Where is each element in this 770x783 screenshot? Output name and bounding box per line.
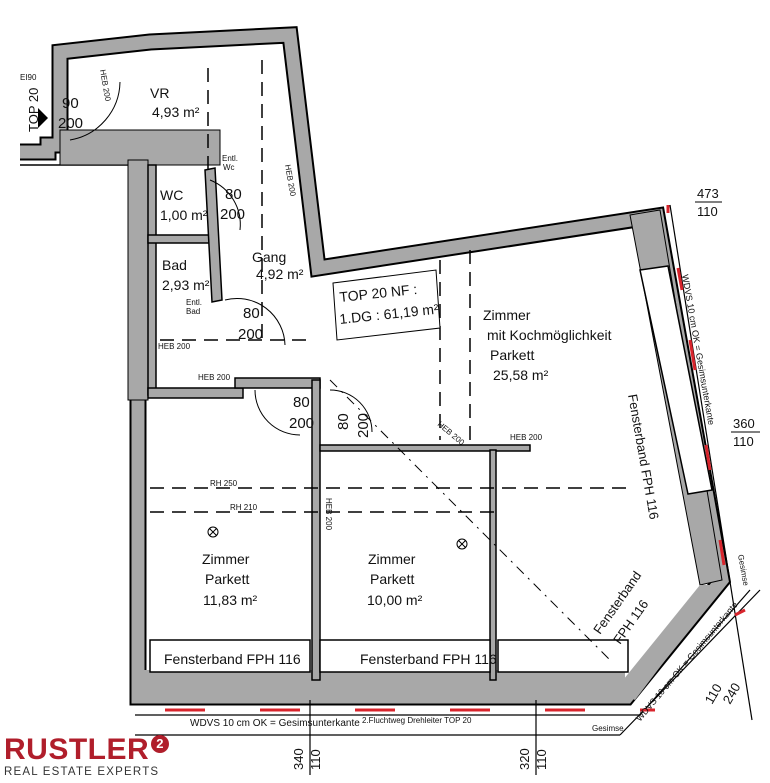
label-heb200-entry: HEB 200 bbox=[98, 69, 113, 103]
label-top20: TOP 20 bbox=[26, 88, 41, 132]
label-heb200-diag: HEB 200 bbox=[436, 420, 467, 448]
room-bad-name: Bad bbox=[162, 257, 187, 273]
dim-240-bottom: 110 bbox=[702, 681, 725, 706]
room-zimmer-koch-line1: Zimmer bbox=[483, 307, 531, 323]
label-ei90: EI90 bbox=[20, 73, 37, 82]
room-zimmer1-line2: Parkett bbox=[205, 571, 249, 587]
door-wc-height: 200 bbox=[220, 206, 245, 223]
dim-320-bottom: 110 bbox=[534, 749, 549, 770]
label-entl-wc-2: Wc bbox=[223, 163, 235, 172]
room-zimmer1-line1: Zimmer bbox=[202, 551, 250, 567]
label-heb200-gang: HEB 200 bbox=[283, 164, 298, 198]
dim-340-top: 340 bbox=[291, 748, 306, 770]
zimmer1-door-swing bbox=[254, 389, 301, 436]
door-zimmer1-height: 200 bbox=[289, 415, 314, 432]
room-bad-area: 2,93 m² bbox=[162, 277, 210, 293]
fensterband-2: Fensterband FPH 116 bbox=[360, 651, 497, 667]
label-entl-bad-1: Entl. bbox=[186, 298, 202, 307]
door-entry-width: 90 bbox=[62, 95, 79, 112]
room-zimmer2-area: 10,00 m² bbox=[367, 592, 423, 608]
beam-lines bbox=[150, 60, 630, 661]
door-bad-height: 200 bbox=[238, 326, 263, 343]
entrance-arrow-icon bbox=[38, 108, 48, 128]
label-fluchtweg: 2.Fluchtweg Drehleiter TOP 20 bbox=[362, 716, 472, 725]
label-heb200-vertical: HEB 200 bbox=[324, 498, 333, 531]
label-entl-bad-2: Bad bbox=[186, 307, 200, 316]
label-heb200-bad: HEB 200 bbox=[158, 342, 191, 351]
door-entry-height: 200 bbox=[58, 115, 83, 132]
wc-door-swing bbox=[209, 179, 241, 231]
room-gang-name: Gang bbox=[252, 249, 286, 265]
label-heb200-right: HEB 200 bbox=[510, 433, 543, 442]
label-wdvs-bottom: WDVS 10 cm OK = Gesimsunterkante bbox=[190, 718, 360, 729]
door-zimmer2-height: 200 bbox=[355, 413, 372, 438]
door-bad-width: 80 bbox=[243, 305, 260, 322]
dim-360-bottom: 110 bbox=[733, 434, 754, 449]
window-bands bbox=[149, 265, 713, 673]
logo-tagline: REAL ESTATE EXPERTS bbox=[4, 766, 160, 778]
label-entl-wc-1: Entl. bbox=[222, 154, 238, 163]
label-gesimse-bottom: Gesimse bbox=[592, 724, 624, 733]
dim-340-bottom: 110 bbox=[308, 749, 323, 770]
room-wc-name: WC bbox=[160, 187, 183, 203]
door-swings bbox=[69, 81, 373, 436]
room-zimmer-koch-line3: Parkett bbox=[490, 347, 534, 363]
room-zimmer1-area: 11,83 m² bbox=[203, 592, 258, 608]
dim-473-bottom: 110 bbox=[697, 204, 718, 219]
door-zimmer1-width: 80 bbox=[293, 394, 310, 411]
room-vr-name: VR bbox=[150, 85, 169, 101]
dim-320-top: 320 bbox=[517, 748, 532, 770]
room-zimmer2-line1: Zimmer bbox=[368, 551, 416, 567]
door-zimmer2-width: 80 bbox=[335, 413, 352, 430]
wdvs-markers bbox=[165, 205, 746, 712]
logo-sup: 2 bbox=[151, 735, 170, 753]
dim-360-top: 360 bbox=[733, 416, 755, 431]
room-zimmer-koch-area: 25,58 m² bbox=[493, 367, 549, 383]
door-wc-width: 80 bbox=[225, 186, 242, 203]
fensterband-right: Fensterband FPH 116 bbox=[625, 393, 662, 521]
room-gang-area: 4,92 m² bbox=[256, 266, 304, 282]
room-zimmer-koch-line2: mit Kochmöglichkeit bbox=[487, 327, 612, 343]
entry-door-swing bbox=[69, 81, 121, 141]
interior-walls bbox=[147, 164, 531, 681]
label-rh250: RH 250 bbox=[210, 479, 238, 488]
label-rh210: RH 210 bbox=[230, 503, 258, 512]
room-vr-area: 4,93 m² bbox=[152, 104, 200, 120]
room-zimmer2-line2: Parkett bbox=[370, 571, 414, 587]
fensterband-1: Fensterband FPH 116 bbox=[164, 651, 301, 667]
unit-box: TOP 20 NF : 1.DG : 61,19 m² bbox=[332, 269, 441, 341]
ceiling-light-icons bbox=[207, 526, 468, 550]
room-wc-area: 1,00 m² bbox=[160, 207, 208, 223]
label-heb200-lower: HEB 200 bbox=[198, 373, 231, 382]
logo-brand: RUSTLER bbox=[4, 733, 150, 766]
dim-473-top: 473 bbox=[697, 186, 719, 201]
zimmer2-door-swing bbox=[329, 389, 373, 433]
dim-240-top: 240 bbox=[720, 680, 744, 706]
bad-door-swing bbox=[224, 297, 286, 346]
label-gesimse-right: Gesimse bbox=[736, 554, 750, 587]
